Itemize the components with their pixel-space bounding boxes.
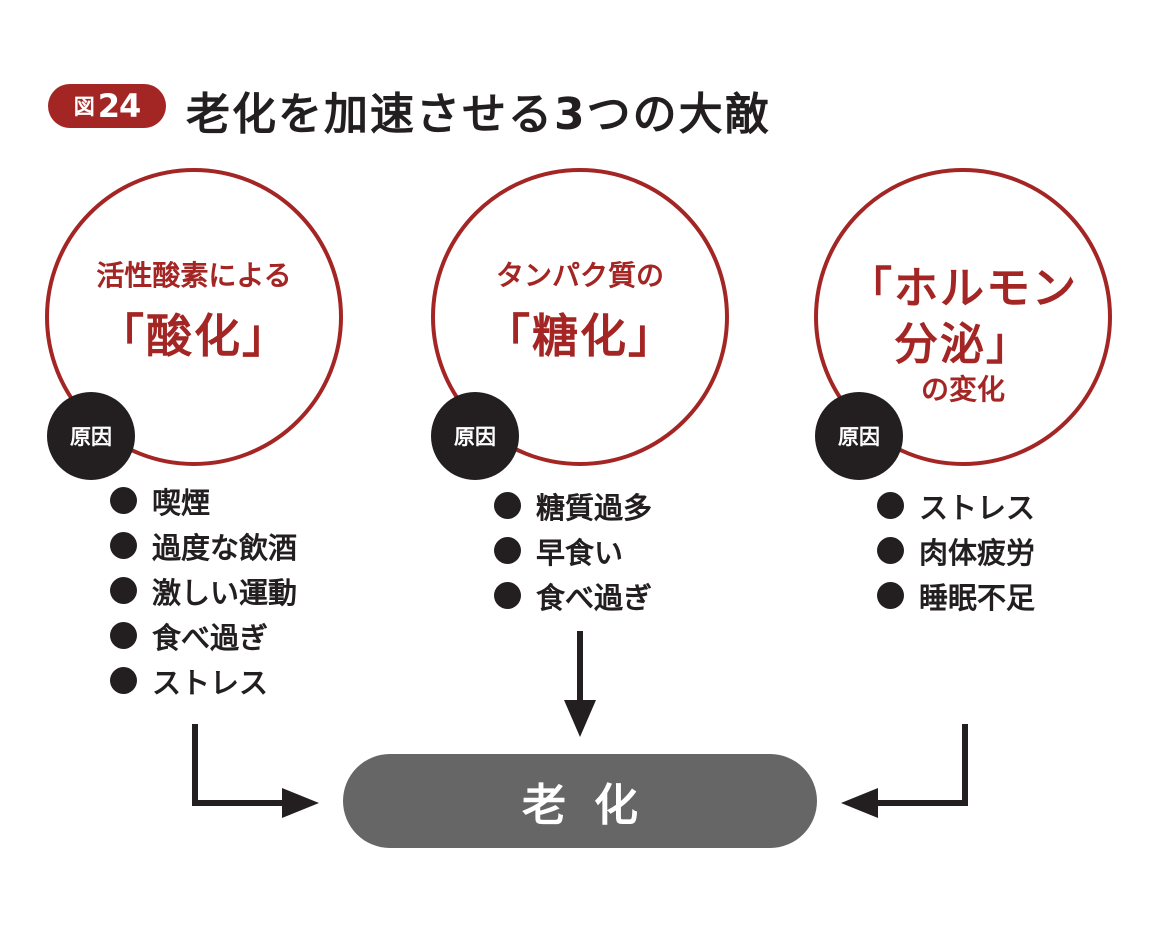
oxidation-circle: 活性酸素による 「酸化」 [45, 168, 343, 466]
bullet-icon [110, 577, 137, 604]
oxidation-cause-badge: 原因 [47, 392, 135, 480]
aging-result: 老化 [343, 754, 817, 848]
figure-label: 図 [73, 95, 95, 119]
bullet-icon [110, 622, 137, 649]
right-elbow-arrow [841, 724, 968, 818]
list-item: 食べ過ぎ [110, 613, 297, 658]
list-item: 糖質過多 [494, 483, 652, 528]
bullet-icon [110, 532, 137, 559]
hormone-cause-badge: 原因 [815, 392, 903, 480]
glycation-subtitle: タンパク質の [495, 259, 664, 292]
bullet-icon [110, 487, 137, 514]
hormone-subtitle: の変化 [920, 373, 1005, 406]
bullet-icon [877, 492, 904, 519]
bullet-icon [877, 537, 904, 564]
list-item: 過度な飲酒 [110, 523, 297, 568]
bullet-icon [877, 582, 904, 609]
bullet-icon [494, 492, 521, 519]
list-item: ストレス [877, 483, 1035, 528]
oxidation-subtitle: 活性酸素による [96, 259, 292, 292]
oxidation-cause-list: 喫煙 過度な飲酒 激しい運動 食べ過ぎ ストレス [110, 478, 297, 703]
list-item: 睡眠不足 [877, 573, 1035, 618]
glycation-circle: タンパク質の 「糖化」 [431, 168, 729, 466]
glycation-title: 「糖化」 [484, 309, 676, 363]
figure-badge: 図 24 [48, 84, 166, 128]
down-arrow [564, 631, 596, 737]
glycation-cause-list: 糖質過多 早食い 食べ過ぎ [494, 483, 652, 618]
bullet-icon [494, 537, 521, 564]
oxidation-title: 「酸化」 [98, 309, 290, 363]
hormone-title-line1: 「ホルモン [848, 263, 1078, 314]
hormone-cause-list: ストレス 肉体疲労 睡眠不足 [877, 483, 1035, 618]
bullet-icon [494, 582, 521, 609]
glycation-cause-badge: 原因 [431, 392, 519, 480]
list-item: 喫煙 [110, 478, 297, 523]
figure-title: 老化を加速させる3つの大敵 [186, 89, 771, 140]
list-item: 食べ過ぎ [494, 573, 652, 618]
left-elbow-arrow [192, 724, 319, 818]
list-item: ストレス [110, 658, 297, 703]
list-item: 激しい運動 [110, 568, 297, 613]
list-item: 早食い [494, 528, 652, 573]
hormone-title-line2: 分泌」 [894, 319, 1032, 370]
figure-number: 24 [97, 87, 142, 125]
list-item: 肉体疲労 [877, 528, 1035, 573]
bullet-icon [110, 667, 137, 694]
